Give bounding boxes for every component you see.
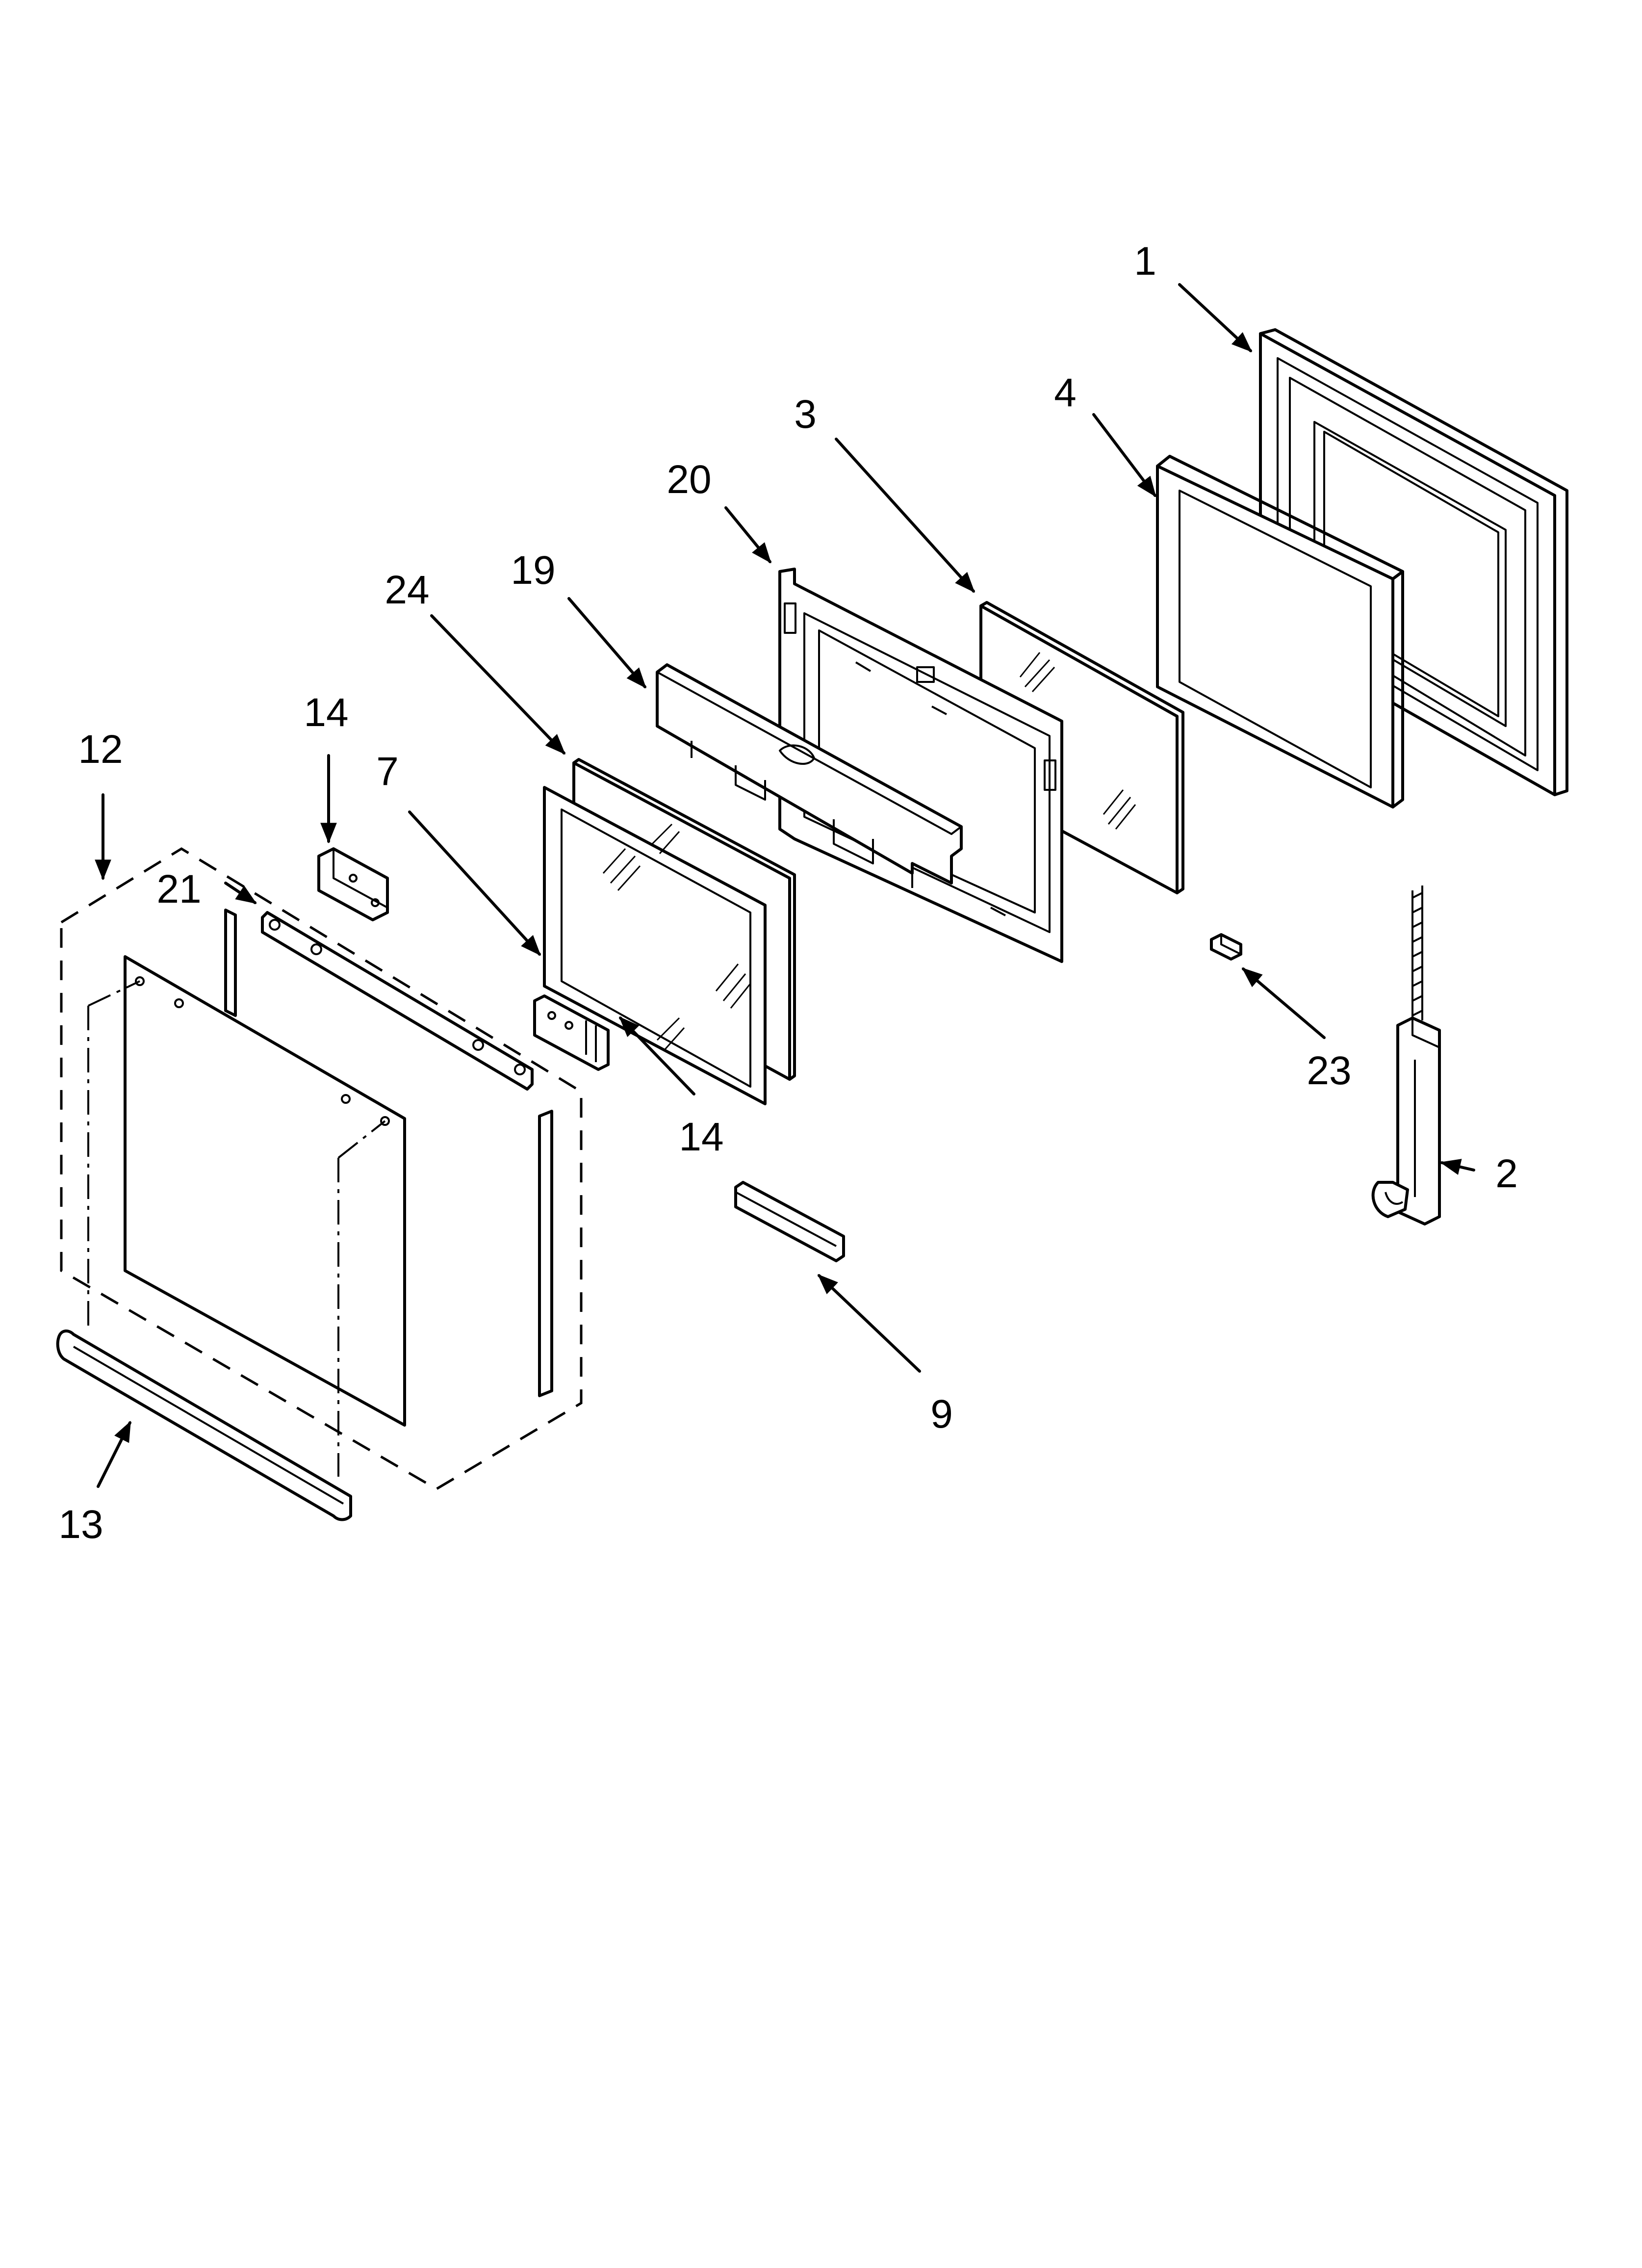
callout-12: 12	[78, 727, 123, 772]
callout-23: 23	[1307, 1048, 1351, 1093]
callout-1: 1	[1134, 239, 1156, 284]
callout-9: 9	[930, 1392, 953, 1436]
part-bottom-trim	[56, 1330, 352, 1521]
callout-14-lower: 14	[679, 1115, 723, 1159]
leader-arrows	[95, 283, 1475, 1488]
part-hinge-bracket-upper	[317, 847, 389, 921]
part-door-gasket-frame	[1156, 455, 1404, 808]
part-baffle-shield	[656, 663, 963, 888]
part-top-trim-strip	[261, 911, 534, 1091]
part-outer-door-assembly	[60, 847, 583, 1490]
callout-3: 3	[794, 392, 817, 437]
callout-4: 4	[1054, 370, 1077, 415]
callout-14-upper: 14	[304, 690, 348, 735]
callout-13: 13	[58, 1502, 103, 1547]
callout-2: 2	[1495, 1151, 1518, 1196]
part-hinge-bracket-lower	[533, 994, 610, 1071]
part-outer-door-frame	[1259, 328, 1568, 796]
part-window-glass	[543, 786, 767, 1105]
callout-labels: 1 4 3 20 19 24 14 7 12 21 14 23 2 9 13	[58, 239, 1517, 1547]
callout-7: 7	[376, 749, 399, 794]
callout-24: 24	[385, 568, 429, 612]
callout-20: 20	[667, 457, 711, 502]
callout-21: 21	[156, 867, 201, 912]
callout-19: 19	[511, 548, 555, 593]
part-small-strip	[734, 1181, 845, 1262]
part-small-clip	[1210, 933, 1242, 961]
part-door-hinge	[1371, 886, 1441, 1225]
